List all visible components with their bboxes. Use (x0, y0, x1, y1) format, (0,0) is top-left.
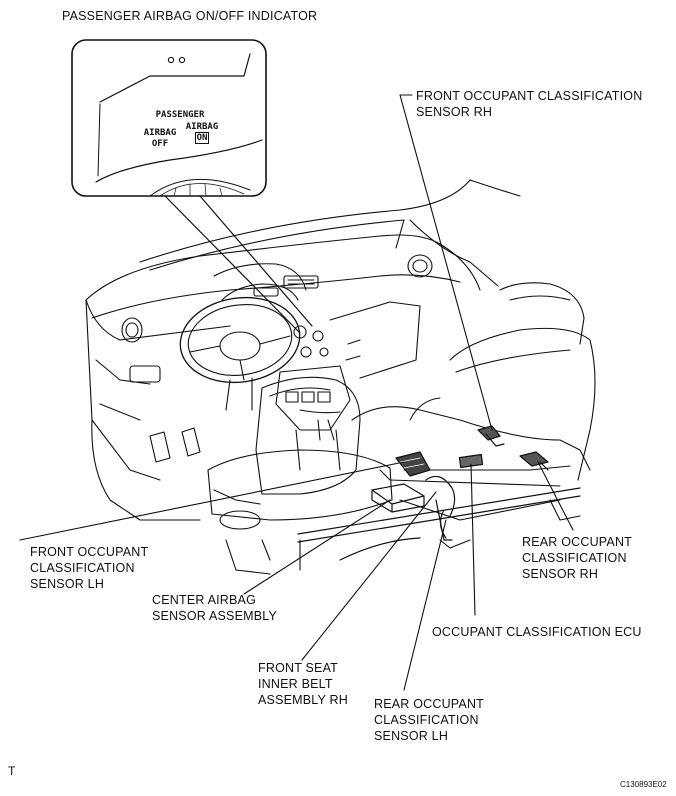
label-front-seat-belt: FRONT SEAT INNER BELT ASSEMBLY RH (258, 661, 348, 707)
front-sensor-lh-part (395, 451, 431, 477)
center-airbag-sensor-part (371, 483, 425, 513)
label-front-sensor-rh: FRONT OCCUPANT CLASSIFICATION SENSOR RH (416, 89, 643, 119)
rear-sensor-lh-part (439, 509, 447, 539)
dashboard (85, 234, 481, 481)
rear-sensor-rh-part (519, 451, 549, 471)
inset-airbag-right: AIRBAG (185, 122, 219, 132)
label-center-airbag: CENTER AIRBAG SENSOR ASSEMBLY (152, 593, 278, 623)
indicator-inset (71, 39, 267, 197)
ecu-part (458, 453, 484, 469)
driver-seat (207, 376, 393, 575)
inset-passenger-text: PASSENGER (155, 110, 205, 120)
inset-leader (164, 195, 313, 334)
corner-mark: T (8, 764, 16, 778)
leader-lines (19, 94, 574, 691)
label-rear-sensor-lh: REAR OCCUPANT CLASSIFICATION SENSOR LH (374, 697, 485, 743)
inset-on-badge: ON (194, 132, 210, 144)
inset-airbag-off-label: AIRBAG OFF (140, 128, 180, 150)
figure-code: C130893E02 (620, 780, 667, 789)
windshield-frame (139, 179, 521, 287)
belt-assembly-part (425, 475, 456, 541)
passenger-seat (351, 282, 596, 549)
inset-airbag-on-label: AIRBAG ON (180, 122, 224, 144)
steering-wheel (179, 296, 301, 411)
label-ecu: OCCUPANT CLASSIFICATION ECU (432, 625, 642, 639)
indicator-title: PASSENGER AIRBAG ON/OFF INDICATOR (62, 9, 318, 23)
pedals (91, 419, 201, 521)
center-console (275, 365, 351, 471)
inset-off: OFF (151, 139, 169, 149)
front-sensor-rh-part (477, 425, 505, 447)
inset-airbag-left: AIRBAG (143, 128, 177, 138)
label-rear-sensor-rh: REAR OCCUPANT CLASSIFICATION SENSOR RH (522, 535, 633, 581)
seat-rails (297, 487, 581, 561)
label-front-sensor-lh: FRONT OCCUPANT CLASSIFICATION SENSOR LH (30, 545, 149, 591)
